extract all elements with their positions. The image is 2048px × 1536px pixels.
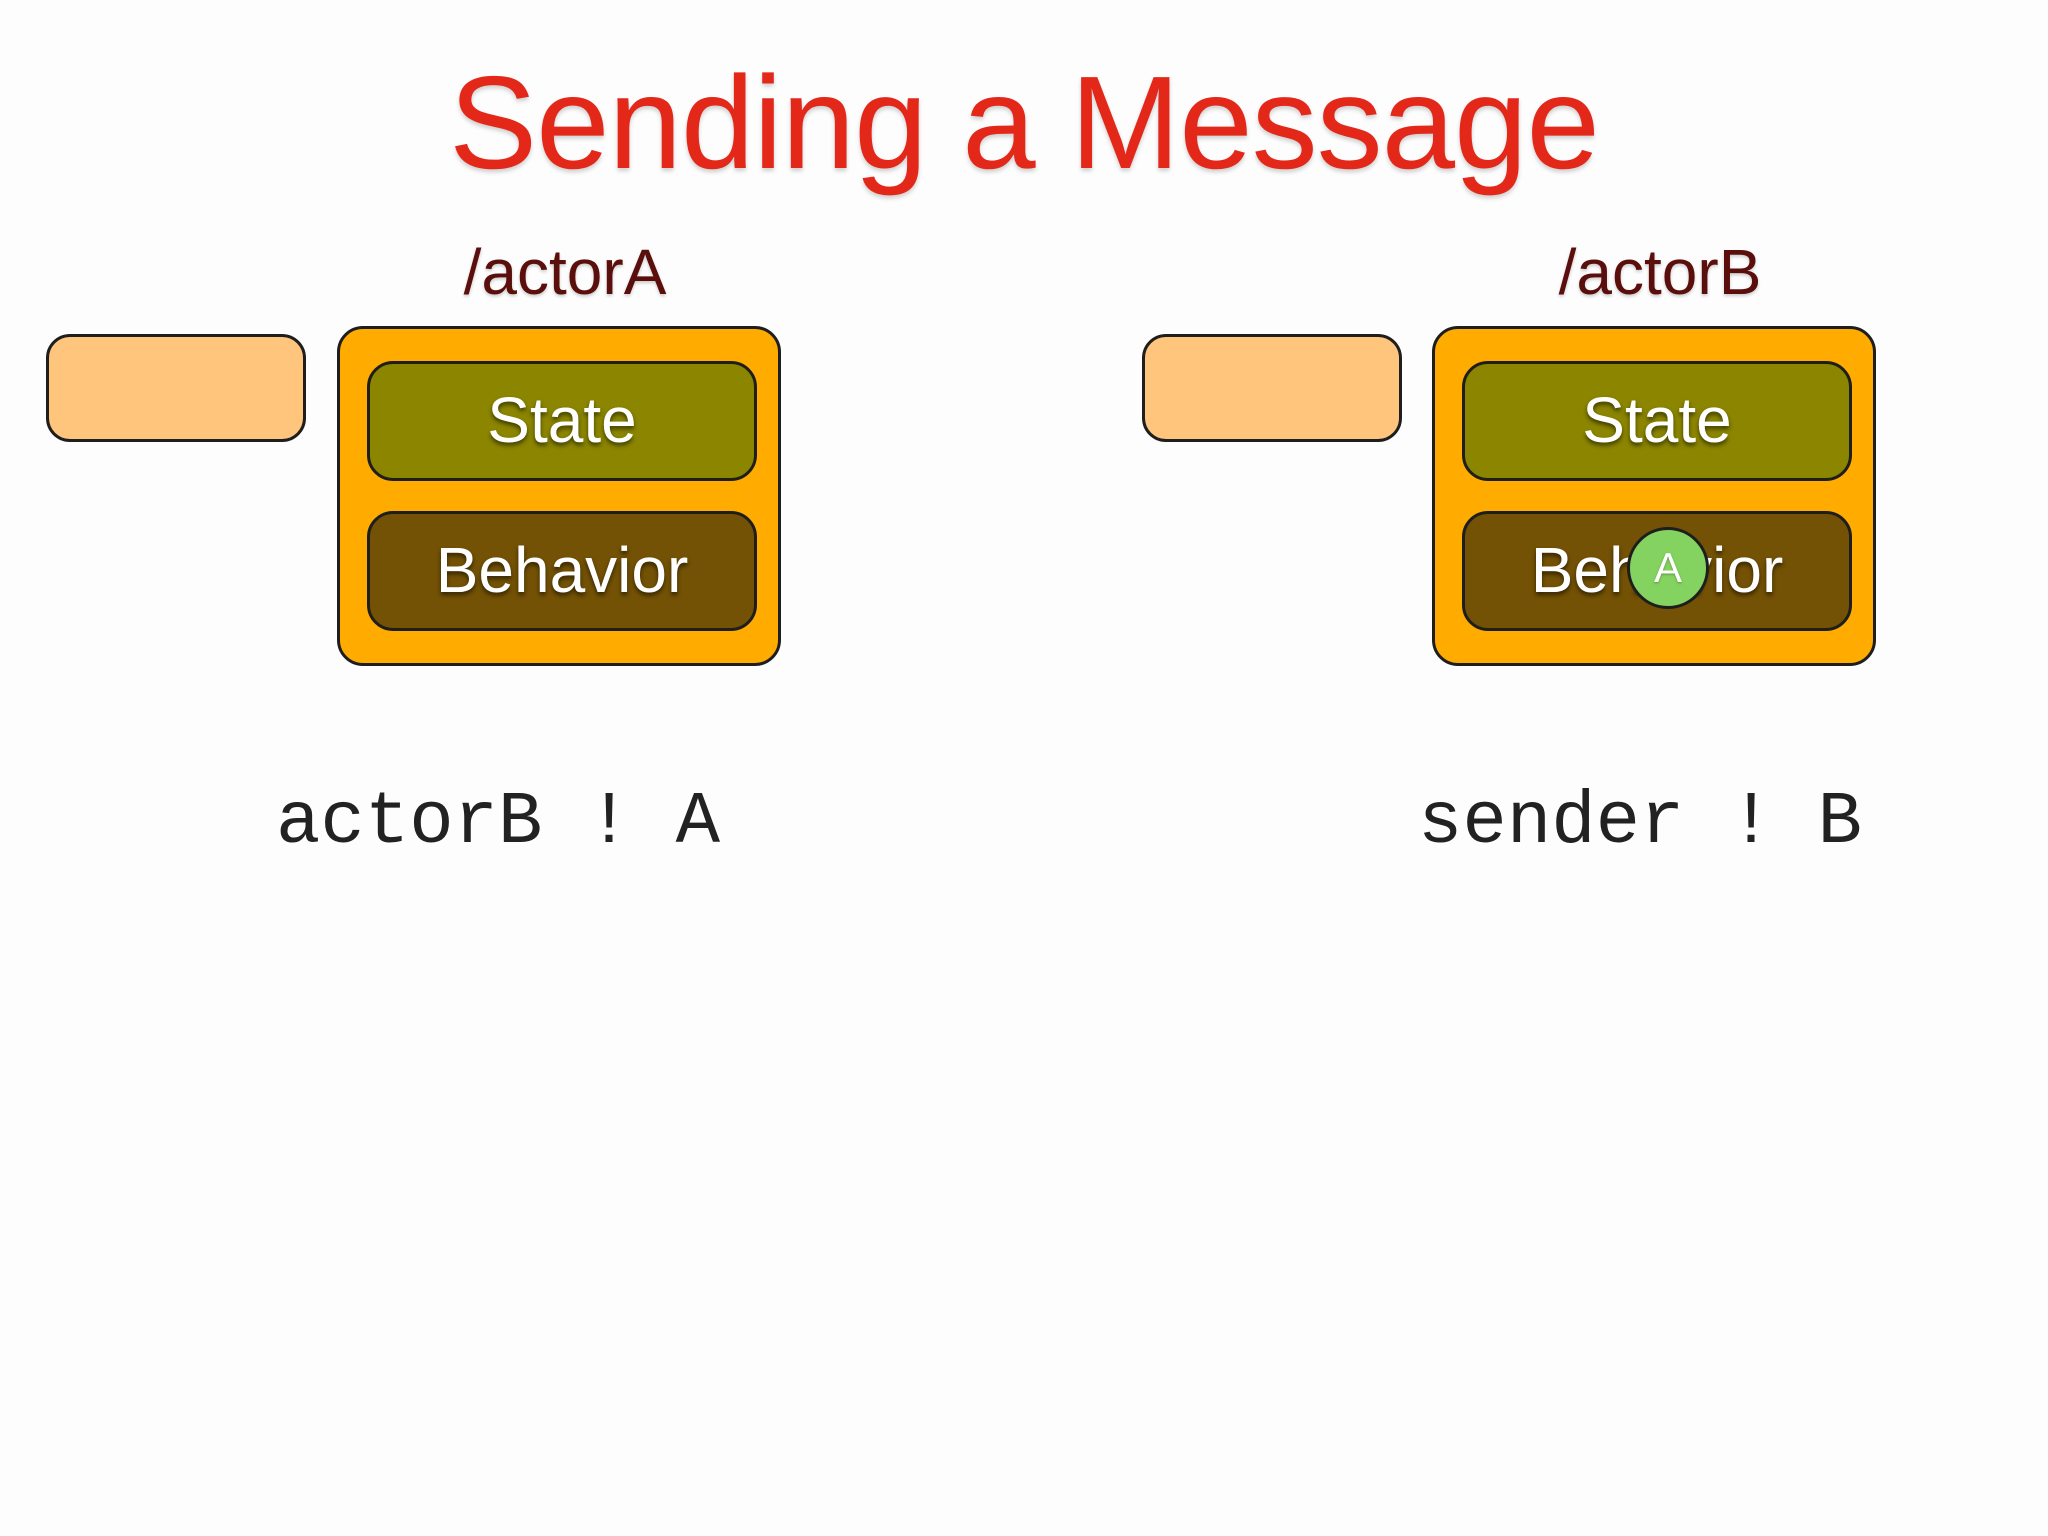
message-a-token: A [1627,527,1709,609]
actor-b-box: State Behavior [1432,326,1876,666]
actor-a-code: actorB ! A [276,781,721,865]
slide-title: Sending a Message [449,49,1600,196]
actor-a-state: State [367,361,757,481]
actor-a-name: /actorA [463,236,667,308]
actor-b-code: sender ! B [1418,781,1863,865]
actor-a-mailbox [46,334,306,442]
actor-b-state: State [1462,361,1852,481]
actor-a-box: State Behavior [337,326,781,666]
actor-b-mailbox [1142,334,1402,442]
actor-b-name: /actorB [1558,236,1762,308]
actor-a-behavior: Behavior [367,511,757,631]
